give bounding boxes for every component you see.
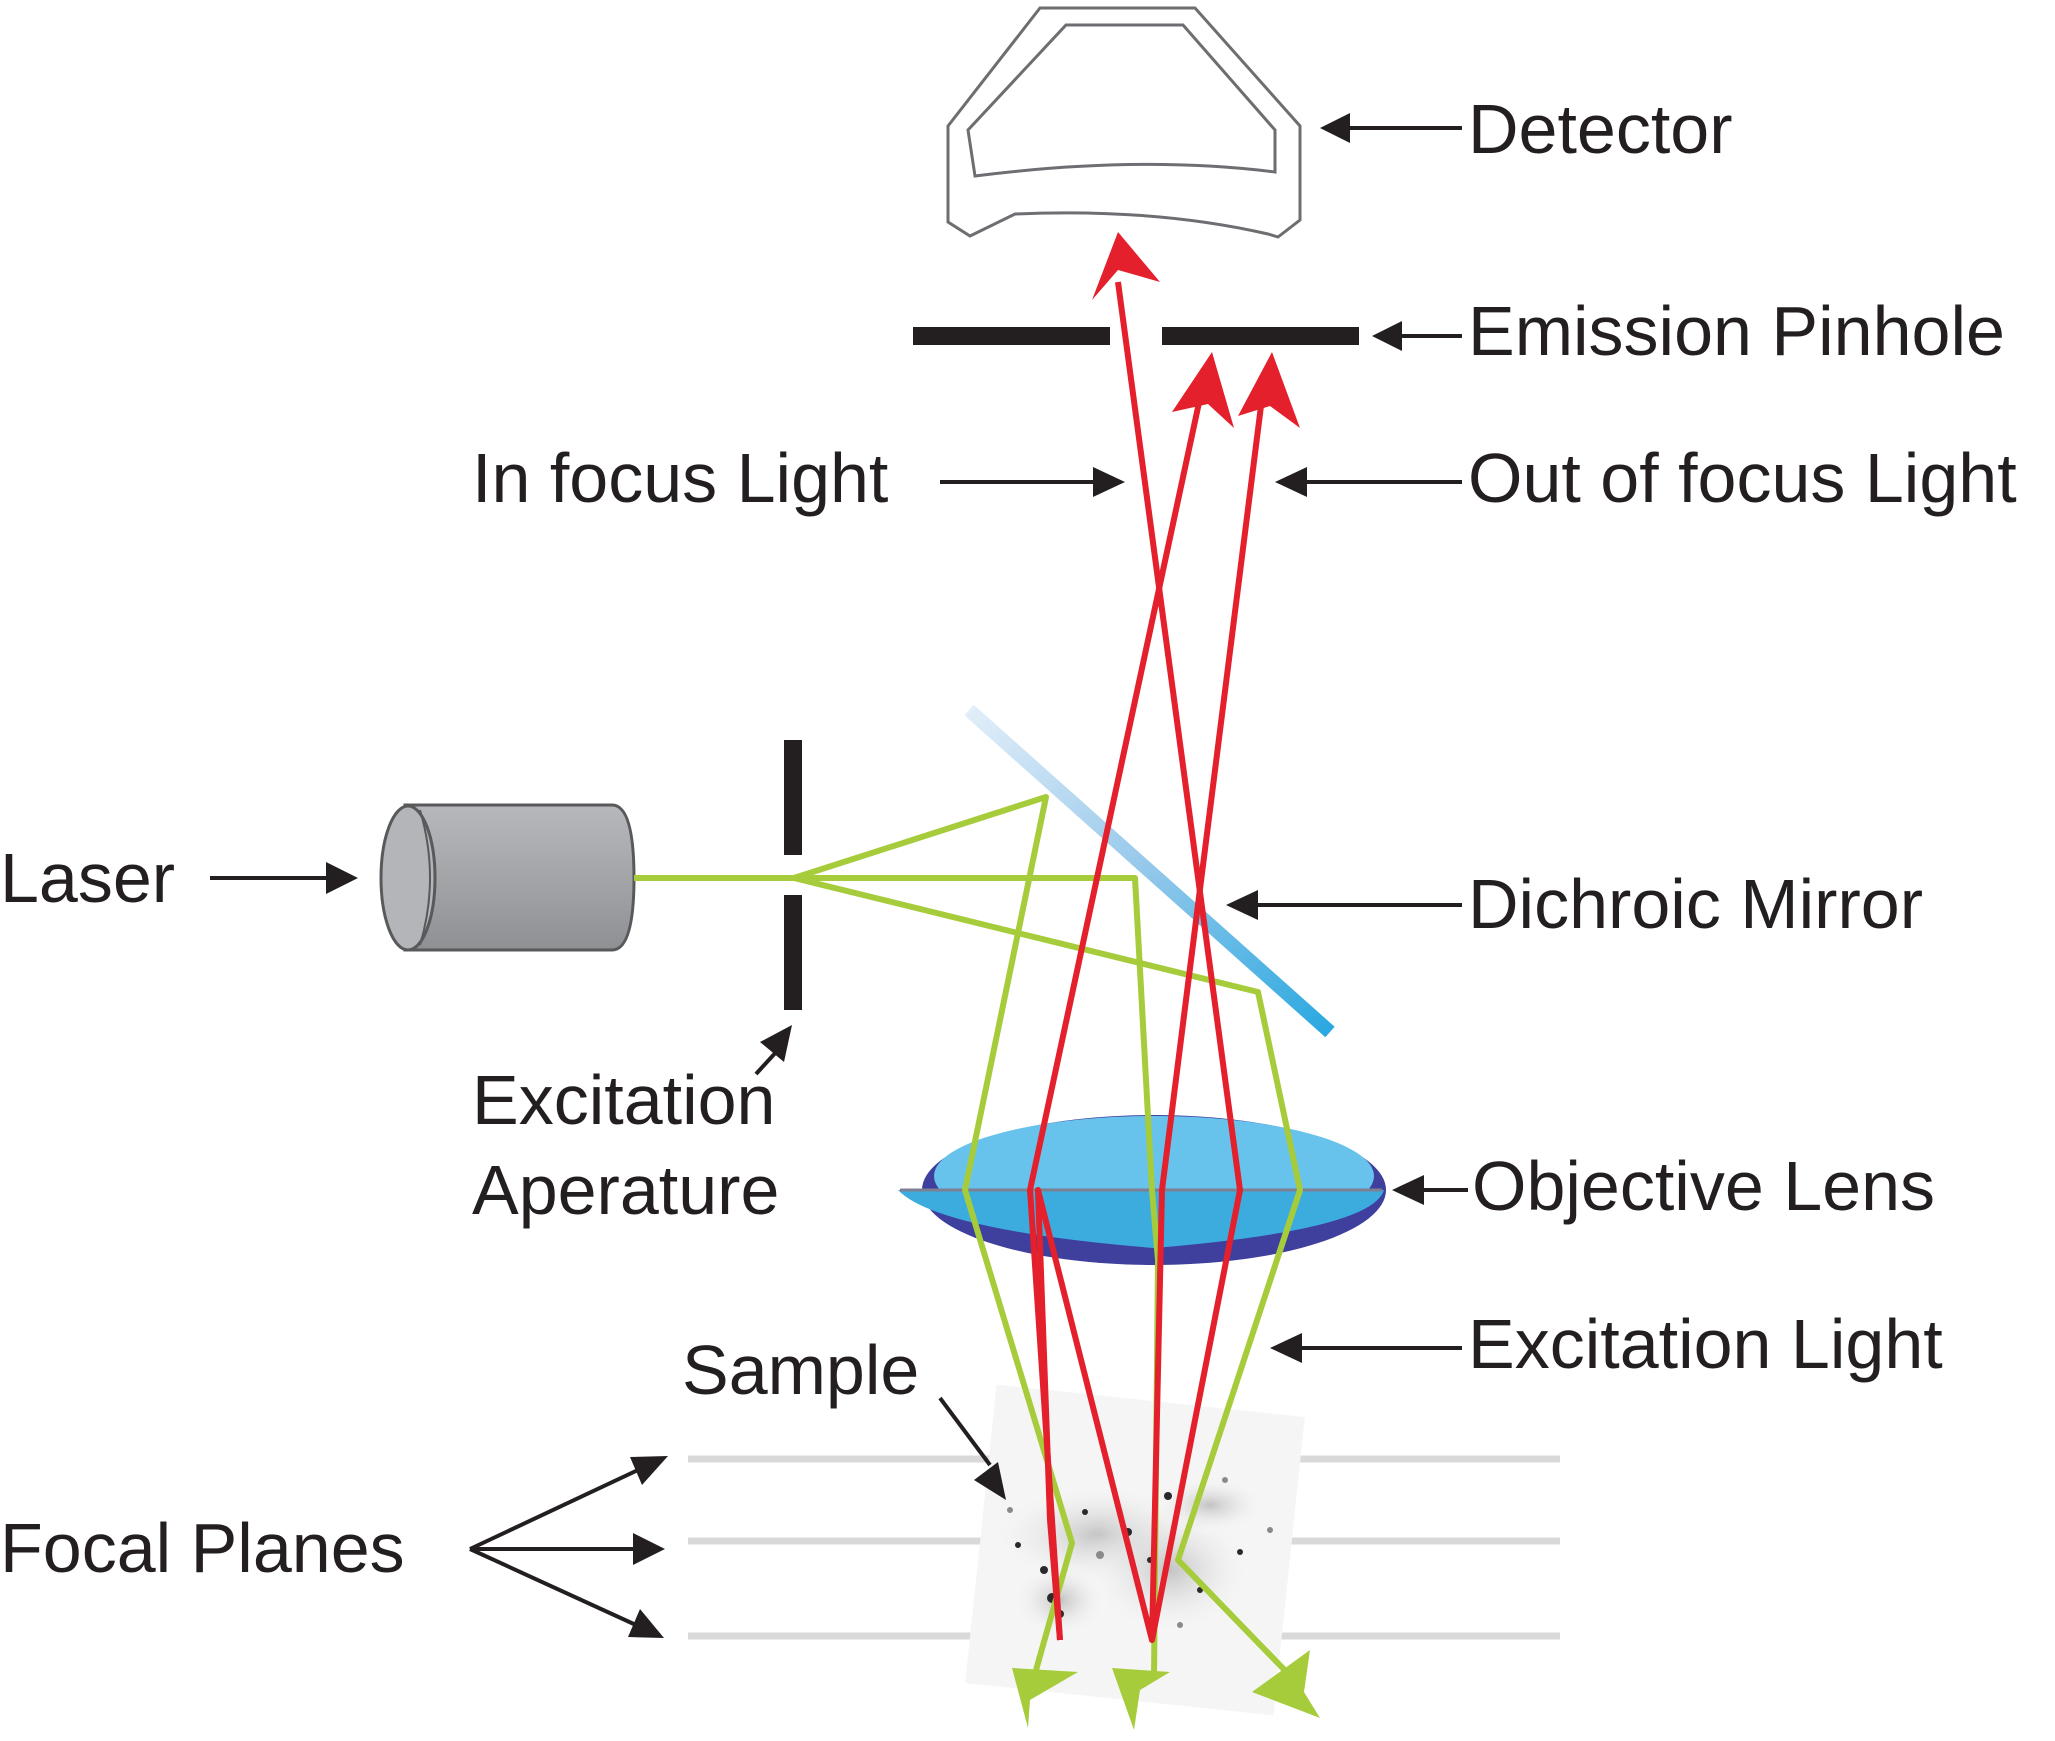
out-of-focus-light-label: Out of focus Light <box>1468 439 2017 517</box>
detector-icon <box>946 6 1302 239</box>
emission-pinhole-label: Emission Pinhole <box>1468 292 2005 370</box>
laser-label: Laser <box>0 839 175 917</box>
excitation-aperture-label-line1: Excitation <box>472 1061 775 1139</box>
text-labels: Detector Emission Pinhole In focus Light… <box>0 90 2017 1587</box>
sample-image <box>965 1384 1305 1716</box>
emission-light-rays <box>1027 281 1265 1643</box>
dichroic-mirror-label: Dichroic Mirror <box>1468 865 1923 943</box>
objective-lens-label: Objective Lens <box>1472 1147 1935 1225</box>
focal-planes-label: Focal Planes <box>0 1509 405 1587</box>
emission-arrowheads <box>1092 232 1300 428</box>
excitation-aperture-label-line2: Aperature <box>472 1151 779 1229</box>
dichroic-mirror <box>964 704 1335 1038</box>
focal-plane-arrow-bottom <box>469 1547 637 1627</box>
sample-arrow <box>938 1396 992 1467</box>
focal-plane-arrow-top <box>469 1468 639 1551</box>
in-focus-light-label: In focus Light <box>472 439 888 517</box>
excitation-light-label: Excitation Light <box>1468 1305 1943 1383</box>
objective-lens <box>898 1115 1386 1265</box>
detector-label: Detector <box>1468 90 1733 168</box>
excitation-aperture <box>784 740 802 1010</box>
sample-label: Sample <box>682 1331 919 1409</box>
excitation-aperture-arrow <box>754 1048 780 1076</box>
label-arrows <box>210 113 1468 1638</box>
emission-pinhole <box>913 327 1359 345</box>
laser-icon <box>379 803 636 952</box>
excitation-arrowheads <box>1012 1650 1320 1730</box>
